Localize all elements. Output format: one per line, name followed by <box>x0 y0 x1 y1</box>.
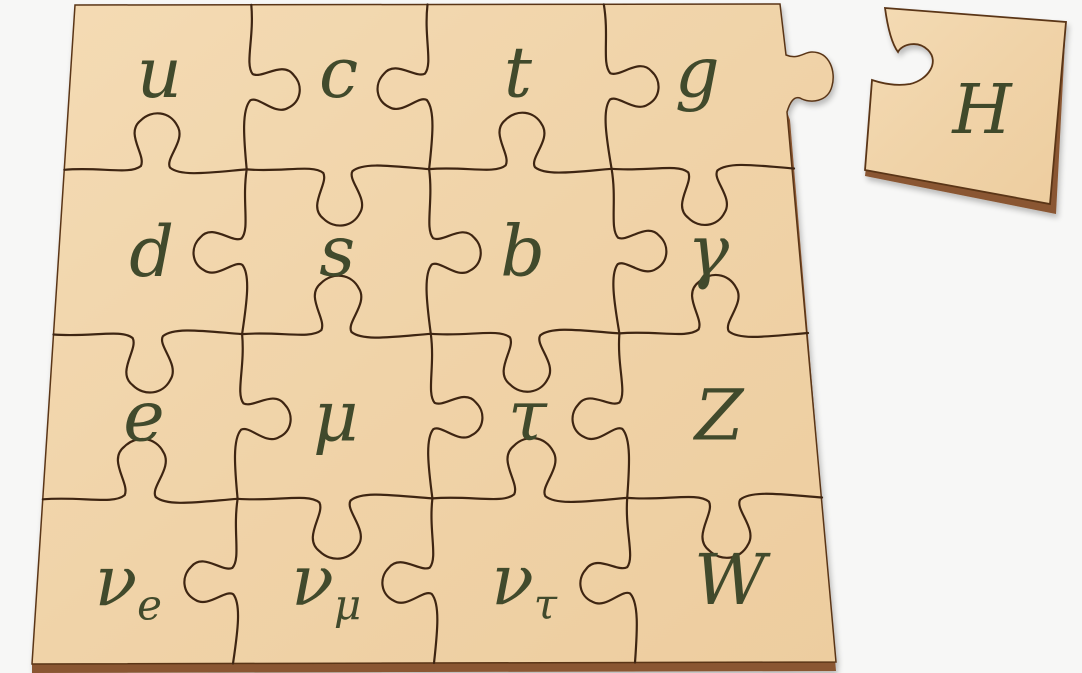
piece-label-1-0: d <box>129 211 174 293</box>
piece-label-subscript: e <box>137 580 162 629</box>
piece-label-0-3: g <box>675 31 720 113</box>
piece-label-2-0: e <box>123 376 164 458</box>
loose-piece-h[interactable]: H <box>865 8 1066 214</box>
piece-label-subscript: μ <box>334 580 361 629</box>
piece-label-1-1: s <box>319 211 355 293</box>
piece-label-2-1: μ <box>313 375 359 457</box>
piece-label-2-3: Z <box>693 375 745 457</box>
piece-label-0-1: c <box>319 32 358 114</box>
piece-label-1-2: b <box>500 210 545 292</box>
piece-label-0-0: u <box>137 32 182 114</box>
piece-label-0-2: t <box>504 32 533 114</box>
piece-label-3-3: W <box>694 539 771 621</box>
loose-piece-label: H <box>950 71 1013 150</box>
piece-label-1-3: γ <box>687 210 729 292</box>
piece-label-2-2: τ <box>508 375 548 457</box>
piece-label-subscript: τ <box>534 580 558 629</box>
